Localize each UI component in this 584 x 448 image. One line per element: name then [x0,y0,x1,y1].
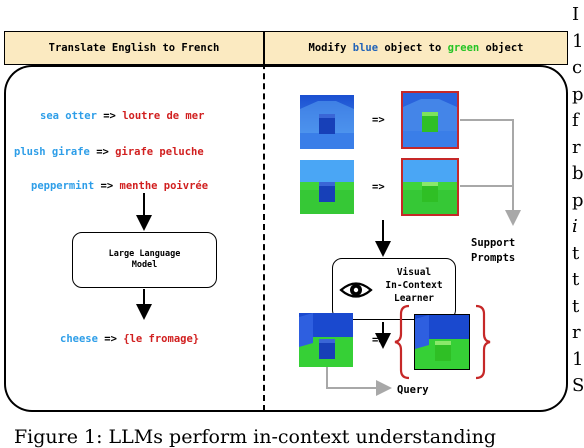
body-text-fragment: t [572,269,580,290]
panel-divider [263,33,265,411]
right-header-blue-word: blue [352,42,379,54]
example1-output-image [401,91,459,149]
body-text-fragment: c [572,57,583,78]
query-input-image [299,313,353,367]
llm-label-line1: Large Language [108,248,181,259]
english-word: plush girafe [14,146,90,158]
body-text-fragment: i [572,216,578,237]
body-text-fragment: p [572,189,584,211]
body-text-fragment: 1 [572,348,584,370]
maps-to-arrow: => [103,110,116,122]
french-word: menthe poivrée [119,180,209,192]
body-text-fragment: S [572,375,584,396]
body-text-fragment: r [572,136,581,158]
body-text-fragment: p [572,83,584,105]
body-text-fragment: t [572,242,580,264]
body-text-fragment: f [572,110,579,131]
query-row: cheese => {le fromage} [60,333,199,345]
right-header-middle: object to [378,42,448,54]
query-english-word: cheese [60,333,98,345]
english-word: sea otter [40,110,97,122]
left-panel-header: Translate English to French [4,31,264,65]
english-word: peppermint [31,180,95,192]
body-text-fragment: b [572,163,584,184]
translation-row: peppermint => menthe poivrée [31,180,208,192]
body-text-fragment: 1 [572,30,584,52]
vicl-label-line2: In-Context [385,279,443,291]
image-arrow-label: => [372,114,385,126]
figure-caption: Figure 1: LLMs perform in-context unders… [14,426,497,448]
vicl-label-line1: Visual [396,267,432,278]
image-arrow-label: => [372,181,385,193]
body-text-fragment: t [572,295,580,317]
maps-to-arrow: => [100,180,114,192]
body-text-column: I 1 c p f r b p i t t t r 1 S [572,2,584,400]
visual-in-context-learner-box: Visual In-Context Learner [332,258,456,320]
image-arrow-label: => [372,334,385,346]
example2-output-image [401,158,459,216]
maps-to-arrow: => [104,333,117,345]
support-label-line1: Support [471,237,516,249]
translation-row: plush girafe => girafe peluche [14,146,204,158]
maps-to-arrow: => [96,146,109,158]
query-french-answer: {le fromage} [123,333,200,345]
right-header-green-word: green [447,42,480,54]
example1-input-image [300,95,354,149]
llm-label-line2: Model [131,260,158,270]
translation-row: sea otter => loutre de mer [40,110,204,122]
body-text-fragment: r [572,322,581,343]
french-word: loutre de mer [122,110,205,122]
support-label-line2: Prompts [471,252,516,265]
example2-input-image [300,160,354,214]
eye-icon [339,282,373,298]
support-prompts-label: Support Prompts [471,236,515,266]
query-label: Query [397,384,429,396]
body-text-fragment: I [572,4,580,25]
french-word: girafe peluche [115,146,204,158]
llm-box: Large Language Model [72,232,217,288]
vicl-label-line3: Learner [393,292,435,304]
right-header-prefix: Modify [308,42,353,54]
right-panel-header: Modify blue object to green object [264,31,568,65]
right-header-suffix: object [479,42,524,54]
query-output-image [414,314,470,370]
left-panel [4,65,266,412]
